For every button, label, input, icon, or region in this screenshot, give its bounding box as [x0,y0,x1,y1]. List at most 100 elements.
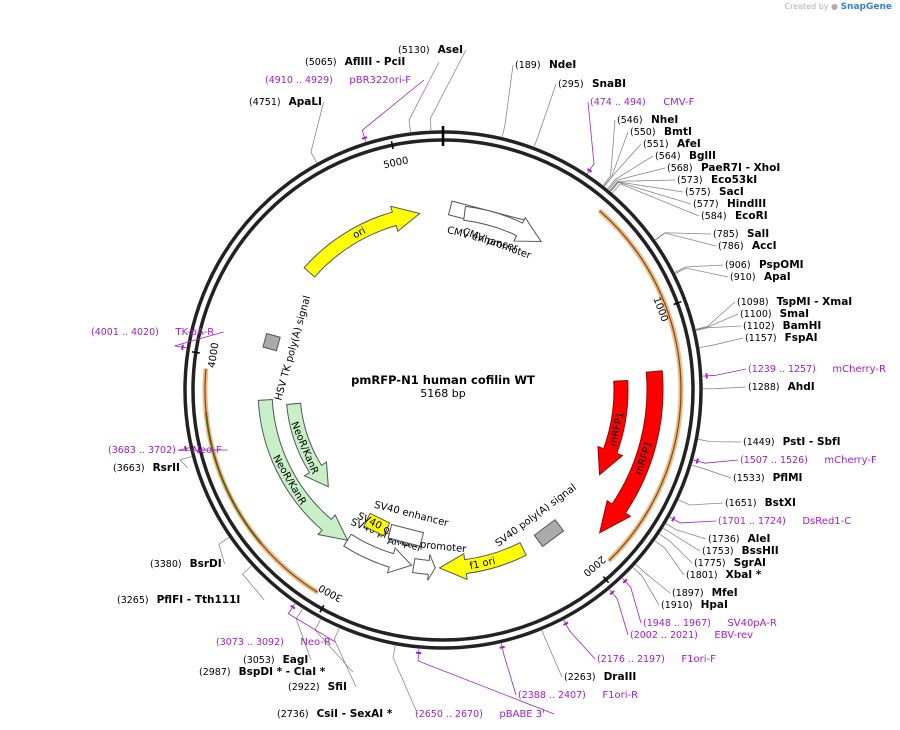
feature-sv40-poly-a-signal-2[interactable]: SV40 poly(A) signal [494,482,579,549]
site-position: (189) [515,60,541,71]
site-draiii[interactable]: (2263)DraIII [541,630,636,683]
feature-label: NeoR/KanR [270,453,308,507]
site-afei[interactable]: (551)AfeI [604,138,701,187]
site-mcherry-f[interactable]: (1507 .. 1526) mCherry-F [693,455,877,466]
site-cmv-f[interactable]: (474 .. 494)CMV-F [586,97,695,174]
site-alei[interactable]: (1736)AleI [665,523,770,545]
tick-mark-4000 [191,351,200,354]
feature-mrfp1-1[interactable]: mRFP1 [597,380,629,476]
site-smai[interactable]: (1100)SmaI [695,308,809,331]
site-leader-line [563,619,596,660]
site-sali[interactable]: (785)SalI [654,228,769,241]
site-bsrdi[interactable]: (3380)BsrDI [150,537,230,570]
site-name: F1ori-F [681,654,716,665]
site-psti-sbfi[interactable]: (1449)PstI - SbfI [698,436,841,448]
site-name: mCherry-F [824,455,877,466]
site-position: (1449) [743,437,775,448]
site-name: AhdI [788,381,815,393]
site-f1ori-r[interactable]: (2388 .. 2407)F1ori-R [499,643,638,701]
site-asei[interactable]: (5130)AseI [398,44,467,131]
feature-label: SV40 poly(A) signal [494,482,579,549]
site-tk-pa-r[interactable]: (4001 .. 4020)TK-pA-R [91,327,224,350]
site-f1ori-f[interactable]: (2176 .. 2197)F1ori-F [563,619,717,665]
feature-cmv-promoter-13[interactable]: CMV promoter [461,205,543,262]
site-leader-line [242,565,265,601]
site-name: XbaI * [726,569,762,581]
site-ahdi[interactable]: (1288)AhdI [702,381,815,393]
site-position: (1239 .. 1257) [748,364,816,375]
feature-hsv-tk-poly-a-signal-10[interactable]: HSV TK poly(A) signal [262,295,313,402]
outer-arc-core-0 [599,210,682,562]
site-ndei[interactable]: (189)NdeI [501,59,576,137]
site-position: (573) [677,175,703,186]
site-rsrii[interactable]: (3663)RsrII [113,456,192,474]
site-snabi[interactable]: (295)SnaBI [533,78,626,147]
site-leader-line [501,64,514,137]
site-bspdi-clai[interactable]: (2987)BspDI * - ClaI * [199,619,354,678]
site-pbabe-3[interactable]: (2650 .. 2670)pBABE 3' [415,648,555,720]
site-apai[interactable]: (910)ApaI [675,267,791,283]
site-bstxi[interactable]: (1651)BstXI [678,497,796,509]
site-position: (1701 .. 1724) [718,516,786,527]
site-hindiii[interactable]: (577)HindIII [610,181,766,210]
site-saci[interactable]: (575)SacI [610,181,744,198]
site-name: PflMI [773,472,803,484]
site-pspomi[interactable]: (906)PspOMI [674,259,804,273]
site-paer7i-xhoi[interactable]: (568)PaeR7I - XhoI [608,162,781,190]
site-position: (2650 .. 2670) [415,709,483,720]
site-pflmi[interactable]: (1533)PflMI [691,464,803,484]
feature-label: ori [351,225,368,241]
site-hpai[interactable]: (1910)HpaI [632,567,728,611]
feature-ori-11[interactable]: ori [303,205,421,278]
site-afliii-pcii[interactable]: (5065)AflIII - PciI [305,56,440,133]
site-leader-line [541,630,563,678]
site-bsshii[interactable]: (1753)BssHII [663,527,779,557]
site-sgrai[interactable]: (1775)SgrAI [659,533,766,569]
snapgene-credit: Created by ● SnapGene [784,2,892,12]
site-eco53ki[interactable]: (573)Eco53kI [609,174,757,191]
site-pbr322ori-f[interactable]: (4910 .. 4929)pBR322ori-F [265,75,425,142]
site-pflfi-tth111i[interactable]: (3265)PflFI - Tth111I [117,565,265,606]
site-eagi[interactable]: (3053)EagI [243,608,312,666]
site-fspai[interactable]: (1157)FspAI [699,332,818,348]
site-name: AseI [438,44,463,56]
primer-mark [586,168,593,173]
site-sv40pa-r[interactable]: (1948 .. 1967)SV40pA-R [622,577,777,629]
site-mcherry-r[interactable]: (1239 .. 1257)mCherry-R [702,364,886,379]
site-mfei[interactable]: (1897)MfeI [635,564,738,599]
site-neo-f[interactable]: (3683 .. 3702) Neo-F [108,445,228,456]
feature-shape [257,399,349,541]
site-acci[interactable]: (786)AccI [655,232,776,252]
site-leader-line [609,179,676,191]
site-leader-line [417,648,555,715]
site-leader-line [698,438,742,443]
feature-f1-ori-3[interactable]: f1 ori [438,542,527,581]
site-ecori[interactable]: (584)EcoRI [612,183,768,222]
feature-shape [463,205,543,242]
site-neo-r[interactable]: (3073 .. 3092)Neo-R [216,603,336,648]
site-bamhi[interactable]: (1102)BamHI [696,320,821,332]
feature-shape [533,519,565,548]
site-xbai[interactable]: (1801)XbaI * [654,540,762,581]
site-nhei[interactable]: (546)NheI [602,114,678,186]
site-leader-line [622,577,642,624]
site-tspmi-xmai[interactable]: (1098)TspMI - XmaI [695,296,852,330]
site-leader-line [655,232,717,247]
site-ebv-rev[interactable]: (2002 .. 2021)EBV-rev [609,589,754,641]
site-position: (575) [685,187,711,198]
site-leader-line [179,456,192,469]
site-position: (3663) [113,463,145,474]
site-sfii[interactable]: (2922)SfiI [288,628,357,693]
site-bglii[interactable]: (564)BglII [607,150,716,190]
site-leader-line [310,101,324,163]
site-csii-sexai[interactable]: (2736)CsiI - SexAI * [277,645,418,720]
site-position: (1507 .. 1526) [740,455,808,466]
site-leader-line [696,325,742,331]
site-position: (3683 .. 3702) [108,445,176,456]
site-leader-line [218,537,230,565]
site-dsred1-c[interactable]: (1701 .. 1724)DsRed1-C [669,516,851,527]
site-name: Neo-F [192,445,222,456]
site-position: (4910 .. 4929) [265,75,333,86]
site-apali[interactable]: (4751)ApaLI [249,96,324,163]
primer-mark [695,458,699,464]
